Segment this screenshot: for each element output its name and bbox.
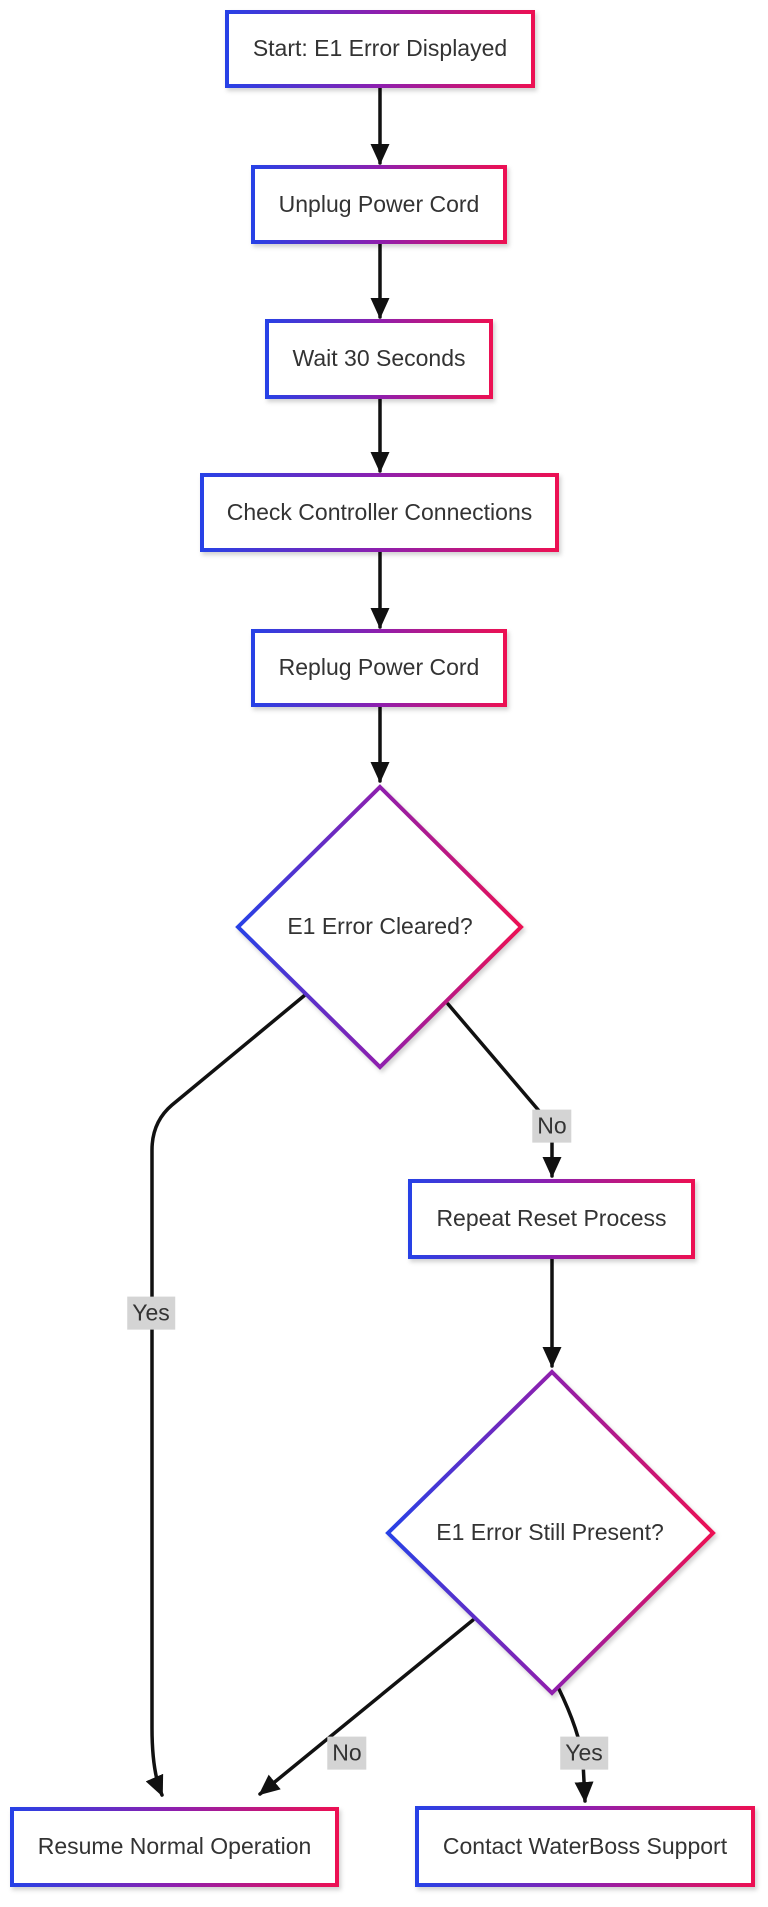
edge-label-still-yes: Yes: [560, 1736, 608, 1770]
edge-label-still-no: No: [327, 1736, 367, 1770]
node-resume-shape: [10, 1807, 339, 1887]
edge-still-resume: [258, 1618, 475, 1796]
node-still-shape: [385, 1369, 716, 1696]
edge-label-cleared-no: No: [532, 1109, 572, 1143]
edge-cleared-repeat: [446, 1002, 562, 1178]
node-check-shape: [200, 473, 559, 552]
node-start-shape: [225, 10, 535, 88]
node-replug-shape: [251, 629, 507, 707]
node-unplug-shape: [251, 165, 507, 244]
node-contact-shape: [415, 1806, 755, 1887]
node-cleared-shape: [235, 784, 524, 1070]
edge-label-cleared-yes: Yes: [127, 1296, 175, 1330]
edge-cleared-resume: [145, 993, 307, 1797]
node-wait-shape: [265, 319, 493, 399]
node-repeat-shape: [408, 1179, 695, 1259]
